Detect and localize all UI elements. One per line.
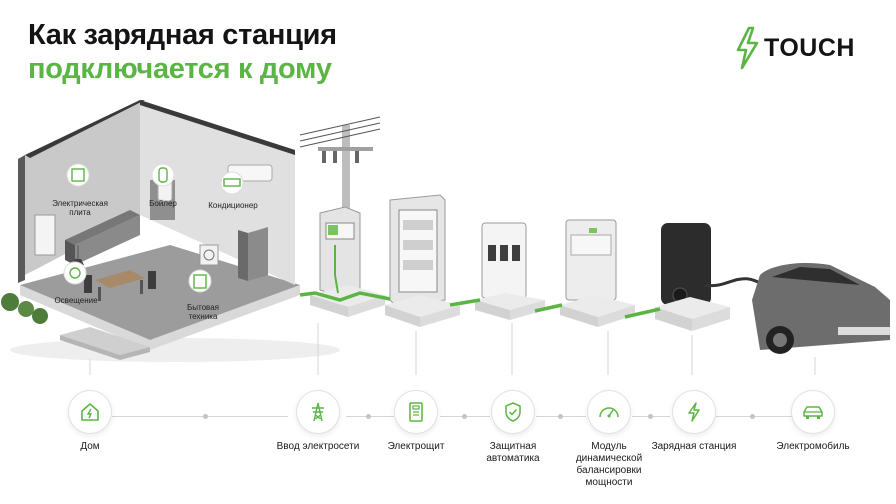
- flow-line-1: [112, 416, 288, 417]
- power-tower-icon: [296, 390, 340, 434]
- step-protection-label: Защитная автоматика: [486, 441, 540, 464]
- title-line-1: Как зарядная станция: [28, 19, 337, 51]
- label-ac: Кондиционер: [208, 201, 258, 210]
- label-stove: Электрическая плита: [52, 199, 108, 217]
- flow-dot: [462, 414, 467, 419]
- step-panel-label: Электрощит: [387, 441, 445, 452]
- electrical-panel-icon: [394, 390, 438, 434]
- house-lightning-icon: [68, 390, 112, 434]
- step-panel: Электрощит: [366, 390, 466, 453]
- step-charger: Зарядная станция: [644, 390, 744, 453]
- label-light: Освещение: [54, 296, 98, 305]
- step-grid: Ввод электросети: [268, 390, 368, 453]
- flow-dot: [648, 414, 653, 419]
- connection-steps: Дом Ввод электросети Электрощит Защитная…: [0, 390, 896, 500]
- step-balancing: Модуль динамической балансировки мощност…: [559, 390, 659, 489]
- step-ev: Электромобиль: [763, 390, 863, 453]
- shield-check-icon: [491, 390, 535, 434]
- connection-illustration: Электрическая плита Бойлер Кондиционер О…: [0, 95, 896, 390]
- title-line-2: подключается к дому: [28, 53, 332, 85]
- flow-dot: [558, 414, 563, 419]
- car-icon: [791, 390, 835, 434]
- step-grid-label: Ввод электросети: [276, 441, 360, 452]
- scene-drawing: [1, 100, 890, 390]
- label-appliances: Бытовая техника: [187, 303, 219, 321]
- step-ev-label: Электромобиль: [776, 441, 850, 452]
- label-boiler: Бойлер: [149, 199, 177, 208]
- step-charger-label: Зарядная станция: [651, 441, 737, 452]
- lightning-icon: [672, 390, 716, 434]
- page-title: Как зарядная станция подключается к дому: [28, 18, 337, 86]
- brand-logo: TOUCH: [732, 26, 855, 70]
- brand-name: TOUCH: [764, 33, 855, 62]
- flow-dot: [750, 414, 755, 419]
- step-home-label: Дом: [80, 441, 100, 452]
- gauge-icon: [587, 390, 631, 434]
- step-protection: Защитная автоматика: [463, 390, 563, 465]
- flow-dot: [366, 414, 371, 419]
- step-balancing-label: Модуль динамической балансировки мощност…: [575, 441, 643, 488]
- lightning-logo-icon: [736, 26, 759, 70]
- flow-dot: [203, 414, 208, 419]
- step-home: Дом: [40, 390, 140, 453]
